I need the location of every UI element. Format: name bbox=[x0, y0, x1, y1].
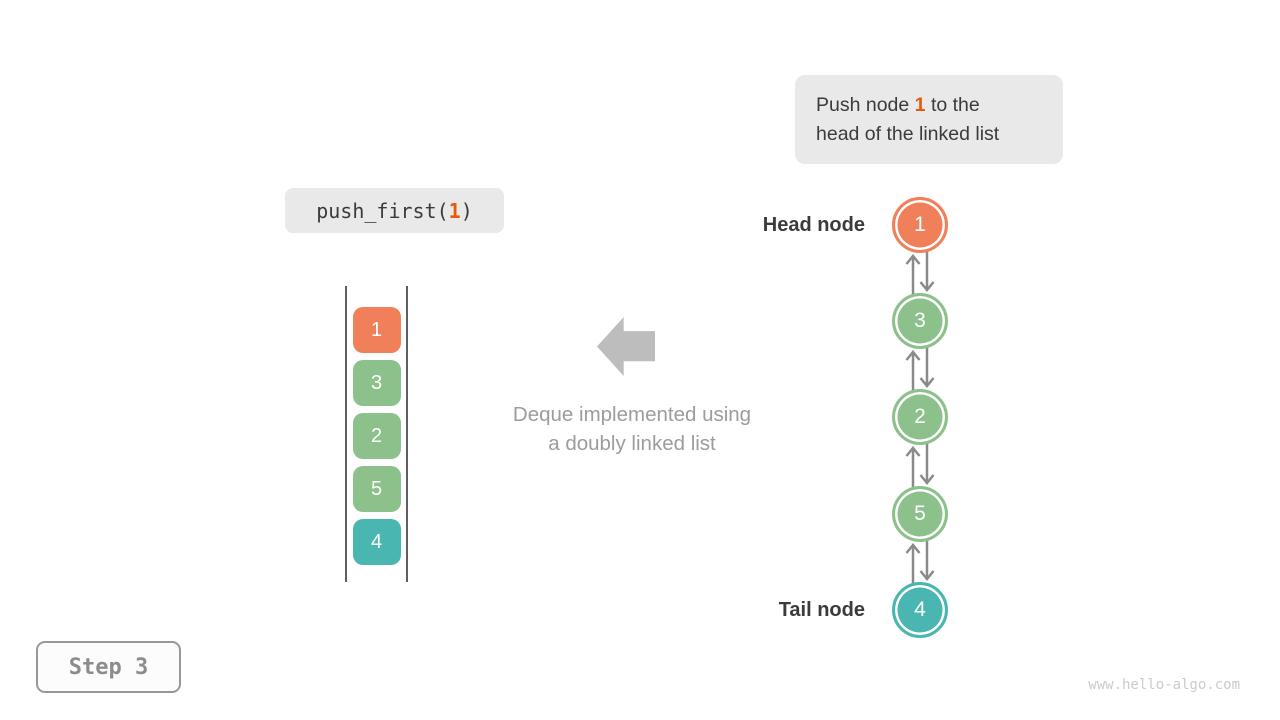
stack-item-3: 3 bbox=[352, 360, 401, 406]
deque-stack: 1 3 2 5 4 bbox=[345, 286, 408, 582]
list-node-2: 2 bbox=[892, 389, 948, 445]
stack-left-rail bbox=[345, 286, 347, 582]
stack-item-5: 5 bbox=[352, 466, 401, 512]
stack-items: 1 3 2 5 4 bbox=[345, 307, 408, 565]
highlighted-value: 1 bbox=[914, 93, 926, 116]
left-block-arrow-icon bbox=[597, 317, 655, 376]
tail-node-label: Tail node bbox=[778, 599, 865, 621]
watermark: www.hello-algo.com bbox=[1088, 677, 1240, 693]
bidirectional-link-arrows bbox=[902, 540, 938, 589]
stack-item-2: 2 bbox=[352, 413, 401, 459]
bidirectional-link-arrows bbox=[902, 251, 938, 300]
list-node-3: 3 bbox=[892, 293, 948, 349]
stack-item-4: 4 bbox=[352, 519, 401, 565]
bidirectional-link-arrows bbox=[902, 443, 938, 493]
code-argument: 1 bbox=[448, 198, 461, 223]
linked-list: 1 3 2 5 4 bbox=[892, 0, 948, 720]
callout-line-2: head of the linked list bbox=[816, 122, 1000, 145]
stack-item-1: 1 bbox=[352, 307, 401, 353]
caption-line-1: Deque implemented using bbox=[512, 403, 752, 426]
caption-line-2: a doubly linked list bbox=[548, 432, 716, 455]
operation-code-pill: push_first(1) bbox=[285, 188, 504, 233]
code-prefix: push_first( bbox=[316, 198, 449, 223]
list-node-5: 5 bbox=[892, 486, 948, 542]
list-node-4: 4 bbox=[892, 582, 948, 638]
stack-right-rail bbox=[406, 286, 408, 582]
callout-line-1: Push node 1 to the bbox=[816, 93, 980, 116]
head-node-label: Head node bbox=[762, 214, 865, 236]
diagram-caption: Deque implemented using a doubly linked … bbox=[477, 400, 787, 458]
bidirectional-link-arrows bbox=[902, 347, 938, 396]
annotation-callout: Push node 1 to the head of the linked li… bbox=[795, 75, 1063, 164]
step-badge: Step 3 bbox=[36, 641, 181, 693]
code-suffix: ) bbox=[460, 198, 473, 223]
list-node-1: 1 bbox=[892, 197, 948, 253]
